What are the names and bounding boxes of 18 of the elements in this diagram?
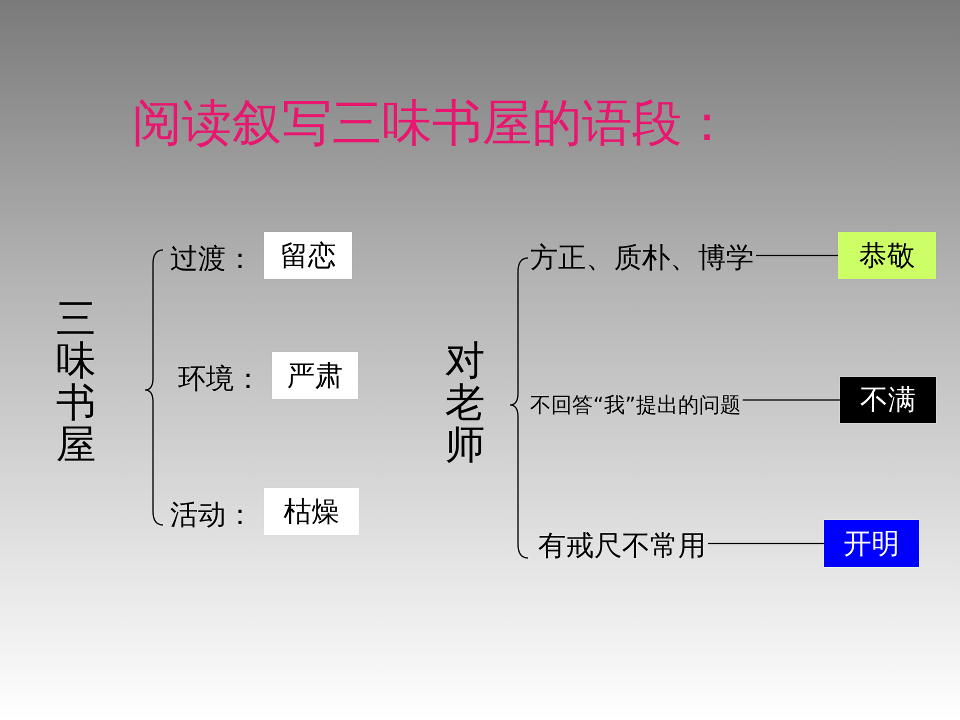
category-label: 活动： [170, 497, 254, 533]
answer-box: 不满 [840, 377, 936, 423]
answer-box: 枯燥 [264, 488, 359, 535]
answer-box: 严肃 [272, 352, 358, 399]
category-label: 过渡： [170, 241, 254, 277]
answer-box: 恭敬 [838, 232, 936, 279]
phrase-text: 方正、质朴、博学 [530, 236, 754, 280]
answer-box: 留恋 [264, 232, 352, 279]
phrase-text: 有戒尺不常用 [538, 524, 706, 568]
slide-title: 阅读叙写三味书屋的语段： [132, 93, 732, 154]
connector-line [742, 399, 840, 401]
vertical-heading: 三味书屋 [56, 298, 96, 466]
vertical-heading: 对老师 [445, 340, 485, 466]
answer-box: 开明 [824, 520, 919, 567]
category-label: 环境： [178, 361, 262, 397]
connector-line [708, 542, 824, 544]
phrase-text: 不回答“我”提出的问题 [530, 388, 741, 422]
connector-line [756, 254, 838, 256]
